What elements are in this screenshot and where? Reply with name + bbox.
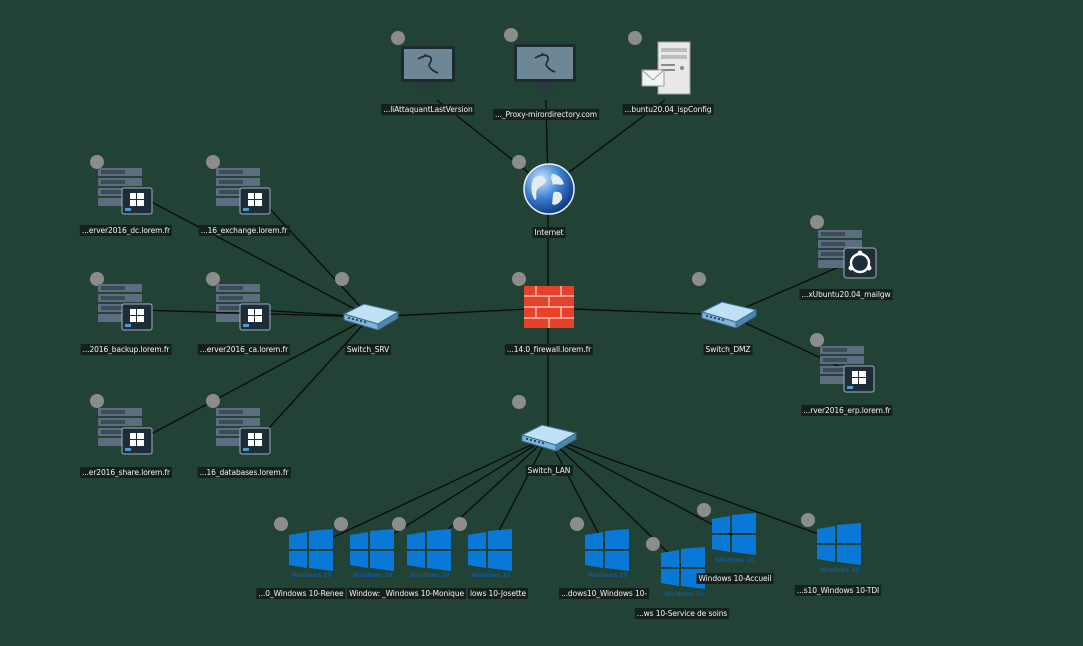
node-label: Internet	[532, 227, 566, 238]
node-label: ...liAttaquantLastVersion	[381, 104, 475, 115]
node-label: ...dows10_Windows 10-	[559, 588, 649, 599]
link-switchlan-soins	[547, 436, 684, 568]
status-dot	[206, 394, 220, 408]
os-caption: Windows 10	[588, 571, 628, 579]
globe-icon	[523, 163, 575, 215]
link-firewall-switchsrv	[369, 307, 549, 318]
os-caption: Windows 10	[292, 571, 332, 579]
windows-logo-icon	[712, 513, 756, 555]
node-label: lows 10-Josette	[467, 588, 529, 599]
node-label: ...er2016_share.lorem.fr	[79, 467, 173, 478]
windows-server-icon	[216, 408, 271, 455]
status-dot	[512, 155, 526, 169]
node-label: _Windows 10-Monique	[380, 588, 466, 599]
status-dot	[646, 537, 660, 551]
kali-monitor-icon	[514, 44, 576, 90]
windows-server-icon	[98, 284, 153, 331]
status-dot	[570, 517, 584, 531]
os-caption: Windows 10	[664, 590, 704, 598]
os-caption: Windows 10	[820, 566, 860, 574]
link-switchlan-josette	[489, 436, 549, 549]
ubuntu-server-icon	[818, 230, 877, 279]
windows-server-icon	[216, 284, 271, 331]
status-dot	[335, 272, 349, 286]
node-label: ...s10_Windows 10-TDI	[794, 585, 882, 596]
os-caption: Windows 10	[353, 571, 393, 579]
status-dot	[512, 395, 526, 409]
node-label: ..._Proxy-mirordirectory.com	[493, 109, 599, 120]
status-dot	[392, 517, 406, 531]
os-caption: Windows 10	[410, 571, 450, 579]
link-switchsrv-databases	[257, 316, 371, 441]
windows-logo-icon	[350, 529, 394, 571]
windows-server-icon	[98, 408, 153, 455]
windows-logo-icon	[661, 547, 705, 589]
switch-icon	[520, 424, 578, 452]
status-dot	[206, 155, 220, 169]
status-dot	[504, 28, 518, 42]
node-label: ...rver2016_erp.lorem.fr	[801, 405, 893, 416]
node-label: ...xUbuntu20.04_mailgw	[799, 289, 893, 300]
status-dot	[206, 272, 220, 286]
status-dot	[453, 517, 467, 531]
link-switchlan-tdi	[547, 436, 839, 542]
node-label: Switch_LAN	[525, 465, 573, 476]
status-dot	[692, 272, 706, 286]
status-dot	[90, 394, 104, 408]
node-label: ...ws 10-Service de soins	[634, 608, 730, 619]
link-switchsrv-share	[139, 316, 371, 441]
windows-logo-icon	[817, 523, 861, 565]
link-switchsrv-exchange	[257, 195, 371, 318]
windows-logo-icon	[407, 529, 451, 571]
node-label: ...2016_backup.lorem.fr	[80, 344, 172, 355]
windows-logo-icon	[289, 529, 333, 571]
node-label: ...erver2016_dc.lorem.fr	[79, 225, 173, 236]
link-switchlan-win2	[370, 436, 549, 549]
status-dot	[334, 517, 348, 531]
status-dot	[391, 31, 405, 45]
node-label: ...erver2016_ca.lorem.fr	[197, 344, 291, 355]
node-label: ...0_Windows 10-Renee	[256, 588, 346, 599]
windows-server-icon	[98, 168, 153, 215]
status-dot	[90, 155, 104, 169]
node-label: ...14.0_firewall.lorem.fr	[504, 344, 594, 355]
windows-server-icon	[216, 168, 271, 215]
kali-monitor-icon	[401, 46, 455, 90]
status-dot	[628, 31, 642, 45]
node-label: Window:...	[347, 588, 389, 599]
switch-icon	[342, 303, 400, 331]
node-label: ...buntu20.04_ispConfig	[622, 104, 714, 115]
link-switchlan-win5	[547, 436, 607, 549]
link-firewall-switchdmz	[547, 307, 729, 316]
switch-icon	[700, 301, 758, 329]
link-switchlan-accueil	[547, 436, 735, 537]
windows-logo-icon	[468, 529, 512, 571]
node-label: Switch_SRV	[344, 344, 392, 355]
windows-server-icon	[820, 346, 875, 393]
status-dot	[90, 272, 104, 286]
status-dot	[512, 272, 526, 286]
node-label: ...16_databases.lorem.fr	[197, 467, 291, 478]
link-switchdmz-mailgw	[727, 259, 856, 316]
os-caption: Windows 10	[715, 556, 755, 564]
node-label: Windows 10-Accueil	[696, 573, 774, 584]
status-dot	[697, 503, 711, 517]
firewall-icon	[524, 286, 574, 328]
link-switchsrv-dc	[139, 195, 371, 318]
windows-logo-icon	[585, 529, 629, 571]
os-caption: Windows 10	[471, 571, 511, 579]
node-label: Switch_DMZ	[703, 344, 753, 355]
status-dot	[810, 333, 824, 347]
status-dot	[274, 517, 288, 531]
node-label: ...16_exchange.lorem.fr	[198, 225, 290, 236]
status-dot	[801, 513, 815, 527]
mail-server-icon	[641, 41, 691, 95]
link-switchlan-renee	[309, 436, 549, 549]
link-switchdmz-erp	[727, 314, 861, 377]
status-dot	[810, 215, 824, 229]
